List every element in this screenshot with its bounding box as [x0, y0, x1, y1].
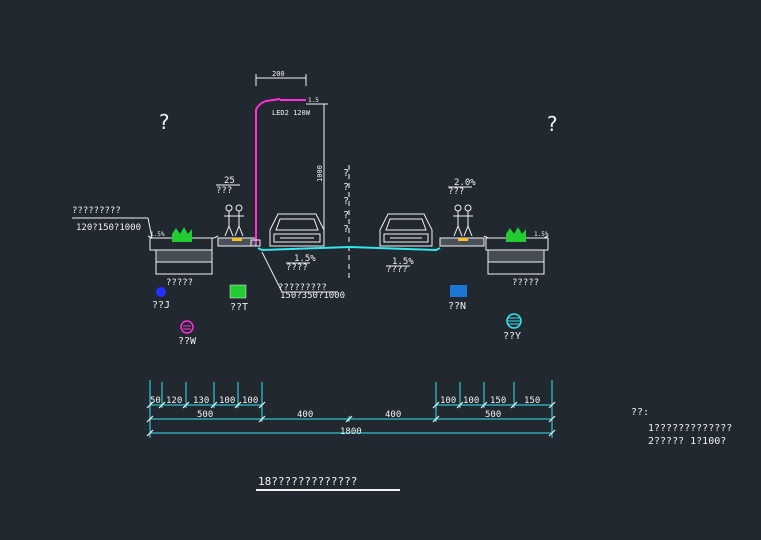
left-slope-text: ??? [216, 186, 232, 196]
dim-value: 400 [385, 410, 401, 420]
dim-value: 400 [297, 410, 313, 420]
right-bed-text: ????? [512, 278, 539, 288]
left-curb-size: 120?150?1000 [76, 223, 141, 233]
dimension-lines [149, 380, 553, 438]
right-pedestrian-icon [453, 204, 473, 237]
dim-value: 50 [150, 396, 161, 406]
dimension-values-row2: 500 400 400 500 [197, 410, 501, 420]
centre-mark: ? [343, 182, 349, 193]
drawing-title: 18????????????? [258, 475, 357, 488]
legend-j-icon [156, 287, 166, 297]
notes-heading: ??: [631, 407, 649, 418]
dim-value: 100 [242, 396, 258, 406]
right-question-mark: ? [546, 112, 558, 136]
legend-y-label: ??Y [503, 331, 521, 342]
road-base-line [261, 251, 283, 293]
right-roadside [439, 235, 549, 275]
road-left-slope: 1.5% [294, 254, 316, 264]
centre-mark: ? [343, 168, 349, 179]
right-slope-value: 2.0% [454, 178, 476, 188]
road-left-text: ???? [286, 263, 308, 273]
dimension-ticks [146, 401, 556, 437]
lamp-spec: LED2 120W [272, 109, 311, 117]
dimension-values-row1: 50 120 130 100 100 100 100 150 150 [150, 396, 540, 406]
left-bed-text: ????? [166, 278, 193, 288]
right-walk-slope: 1.5% [534, 231, 549, 238]
dim-value: 130 [193, 396, 209, 406]
legend-y-icon [506, 313, 522, 329]
centre-mark: ? [343, 224, 349, 235]
legend-w-label: ??W [178, 336, 197, 347]
centre-mark: ? [343, 210, 349, 221]
left-slope-value: 25 [224, 176, 235, 186]
dim-value: 500 [197, 410, 213, 420]
legend-t-label: ??T [230, 302, 248, 313]
right-slope-text: ??? [448, 187, 464, 197]
road-surface [257, 245, 441, 252]
center-curb-size: 150?350?1000 [280, 291, 345, 301]
centre-mark: ? [343, 196, 349, 207]
right-bench-icon [458, 238, 468, 241]
left-roadside [72, 217, 257, 275]
left-question-mark: ? [158, 110, 170, 134]
left-walk-slope: 1.5% [150, 231, 165, 238]
dim-value: 150 [524, 396, 540, 406]
dim-value: 120 [166, 396, 182, 406]
left-bench-icon [232, 238, 242, 241]
notes-line1: 1????????????? [648, 423, 732, 434]
left-curb-spec: ????????? [72, 206, 121, 216]
pole-height: 1000 [316, 165, 324, 182]
legend-t-icon [229, 284, 247, 299]
center-curb-spec: ????????? [278, 283, 327, 293]
centre-marks: ? ? ? ? ? [343, 168, 349, 235]
legend-n-label: ??N [448, 301, 466, 312]
lamp-arm-dim: 200 [272, 70, 285, 78]
legend-w-icon [180, 320, 194, 334]
road-right-slope: 1.5% [392, 257, 414, 267]
road-right-text: ???? [386, 265, 408, 275]
dim-value: 100 [440, 396, 456, 406]
street-lamp-icon [250, 98, 306, 247]
dim-value: 150 [490, 396, 506, 406]
right-shrub-icon [506, 227, 526, 242]
dim-value: 100 [219, 396, 235, 406]
lamp-tip-dim: 1.5 [308, 97, 319, 104]
right-car-icon [379, 213, 433, 247]
left-shrub-icon [172, 227, 192, 242]
legend-n-icon [450, 285, 467, 297]
dim-value: 500 [485, 410, 501, 420]
left-car-icon [269, 213, 325, 247]
dimension-total: 1800 [340, 427, 362, 437]
dim-value: 100 [463, 396, 479, 406]
legend-j-label: ??J [152, 300, 170, 311]
notes-line2: 2????? 1?100? [648, 436, 726, 447]
left-pedestrian-icon [224, 204, 244, 237]
